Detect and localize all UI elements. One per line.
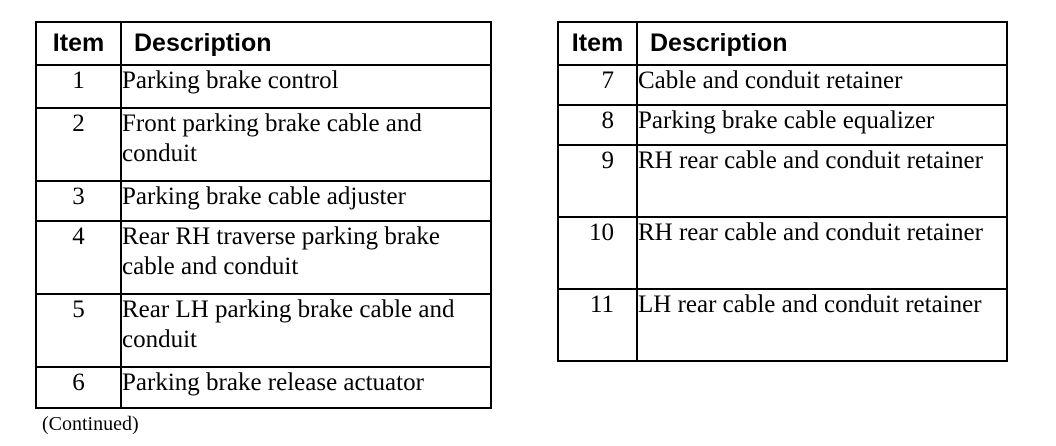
legend-table-left: Item Description 1 Parking brake control… xyxy=(35,21,492,409)
item-number: 6 xyxy=(35,366,122,409)
item-description: LH rear cable and conduit retainer xyxy=(636,288,1008,362)
item-description: RH rear cable and conduit retainer xyxy=(636,144,1008,218)
item-description: Rear RH traverse parking brake cable and… xyxy=(120,220,492,295)
item-number: 3 xyxy=(35,180,122,222)
table-row: 4 Rear RH traverse parking brake cable a… xyxy=(35,220,492,295)
item-description: RH rear cable and conduit retainer xyxy=(636,216,1008,290)
table-row: 8 Parking brake cable equalizer xyxy=(557,104,1008,146)
item-description: Cable and conduit retainer xyxy=(636,64,1008,106)
table-header-row: Item Description xyxy=(35,21,492,66)
item-number: 5 xyxy=(35,293,122,368)
item-number: 2 xyxy=(35,107,122,182)
column-header-description: Description xyxy=(636,21,1008,66)
item-number: 4 xyxy=(35,220,122,295)
table-row: 5 Rear LH parking brake cable and condui… xyxy=(35,293,492,368)
item-description: Parking brake release actuator xyxy=(120,366,492,409)
item-number: 1 xyxy=(35,64,122,109)
item-description: Front parking brake cable and conduit xyxy=(120,107,492,182)
table-row: 9 RH rear cable and conduit retainer xyxy=(557,144,1008,218)
column-header-item: Item xyxy=(557,21,638,66)
table-header-row: Item Description xyxy=(557,21,1008,66)
item-number: 11 xyxy=(557,288,638,362)
item-description: Parking brake cable equalizer xyxy=(636,104,1008,146)
table-row: 1 Parking brake control xyxy=(35,64,492,109)
continued-note: (Continued) xyxy=(42,413,139,435)
table-row: 3 Parking brake cable adjuster xyxy=(35,180,492,222)
item-number: 7 xyxy=(557,64,638,106)
table-row: 6 Parking brake release actuator xyxy=(35,366,492,409)
table-row: 10 RH rear cable and conduit retainer xyxy=(557,216,1008,290)
item-description: Parking brake cable adjuster xyxy=(120,180,492,222)
item-description: Rear LH parking brake cable and conduit xyxy=(120,293,492,368)
item-description: Parking brake control xyxy=(120,64,492,109)
item-number: 9 xyxy=(557,144,638,218)
table-row: 7 Cable and conduit retainer xyxy=(557,64,1008,106)
item-number: 8 xyxy=(557,104,638,146)
column-header-item: Item xyxy=(35,21,122,66)
legend-table-right: Item Description 7 Cable and conduit ret… xyxy=(557,21,1008,362)
item-number: 10 xyxy=(557,216,638,290)
column-header-description: Description xyxy=(120,21,492,66)
table-row: 2 Front parking brake cable and conduit xyxy=(35,107,492,182)
table-row: 11 LH rear cable and conduit retainer xyxy=(557,288,1008,362)
